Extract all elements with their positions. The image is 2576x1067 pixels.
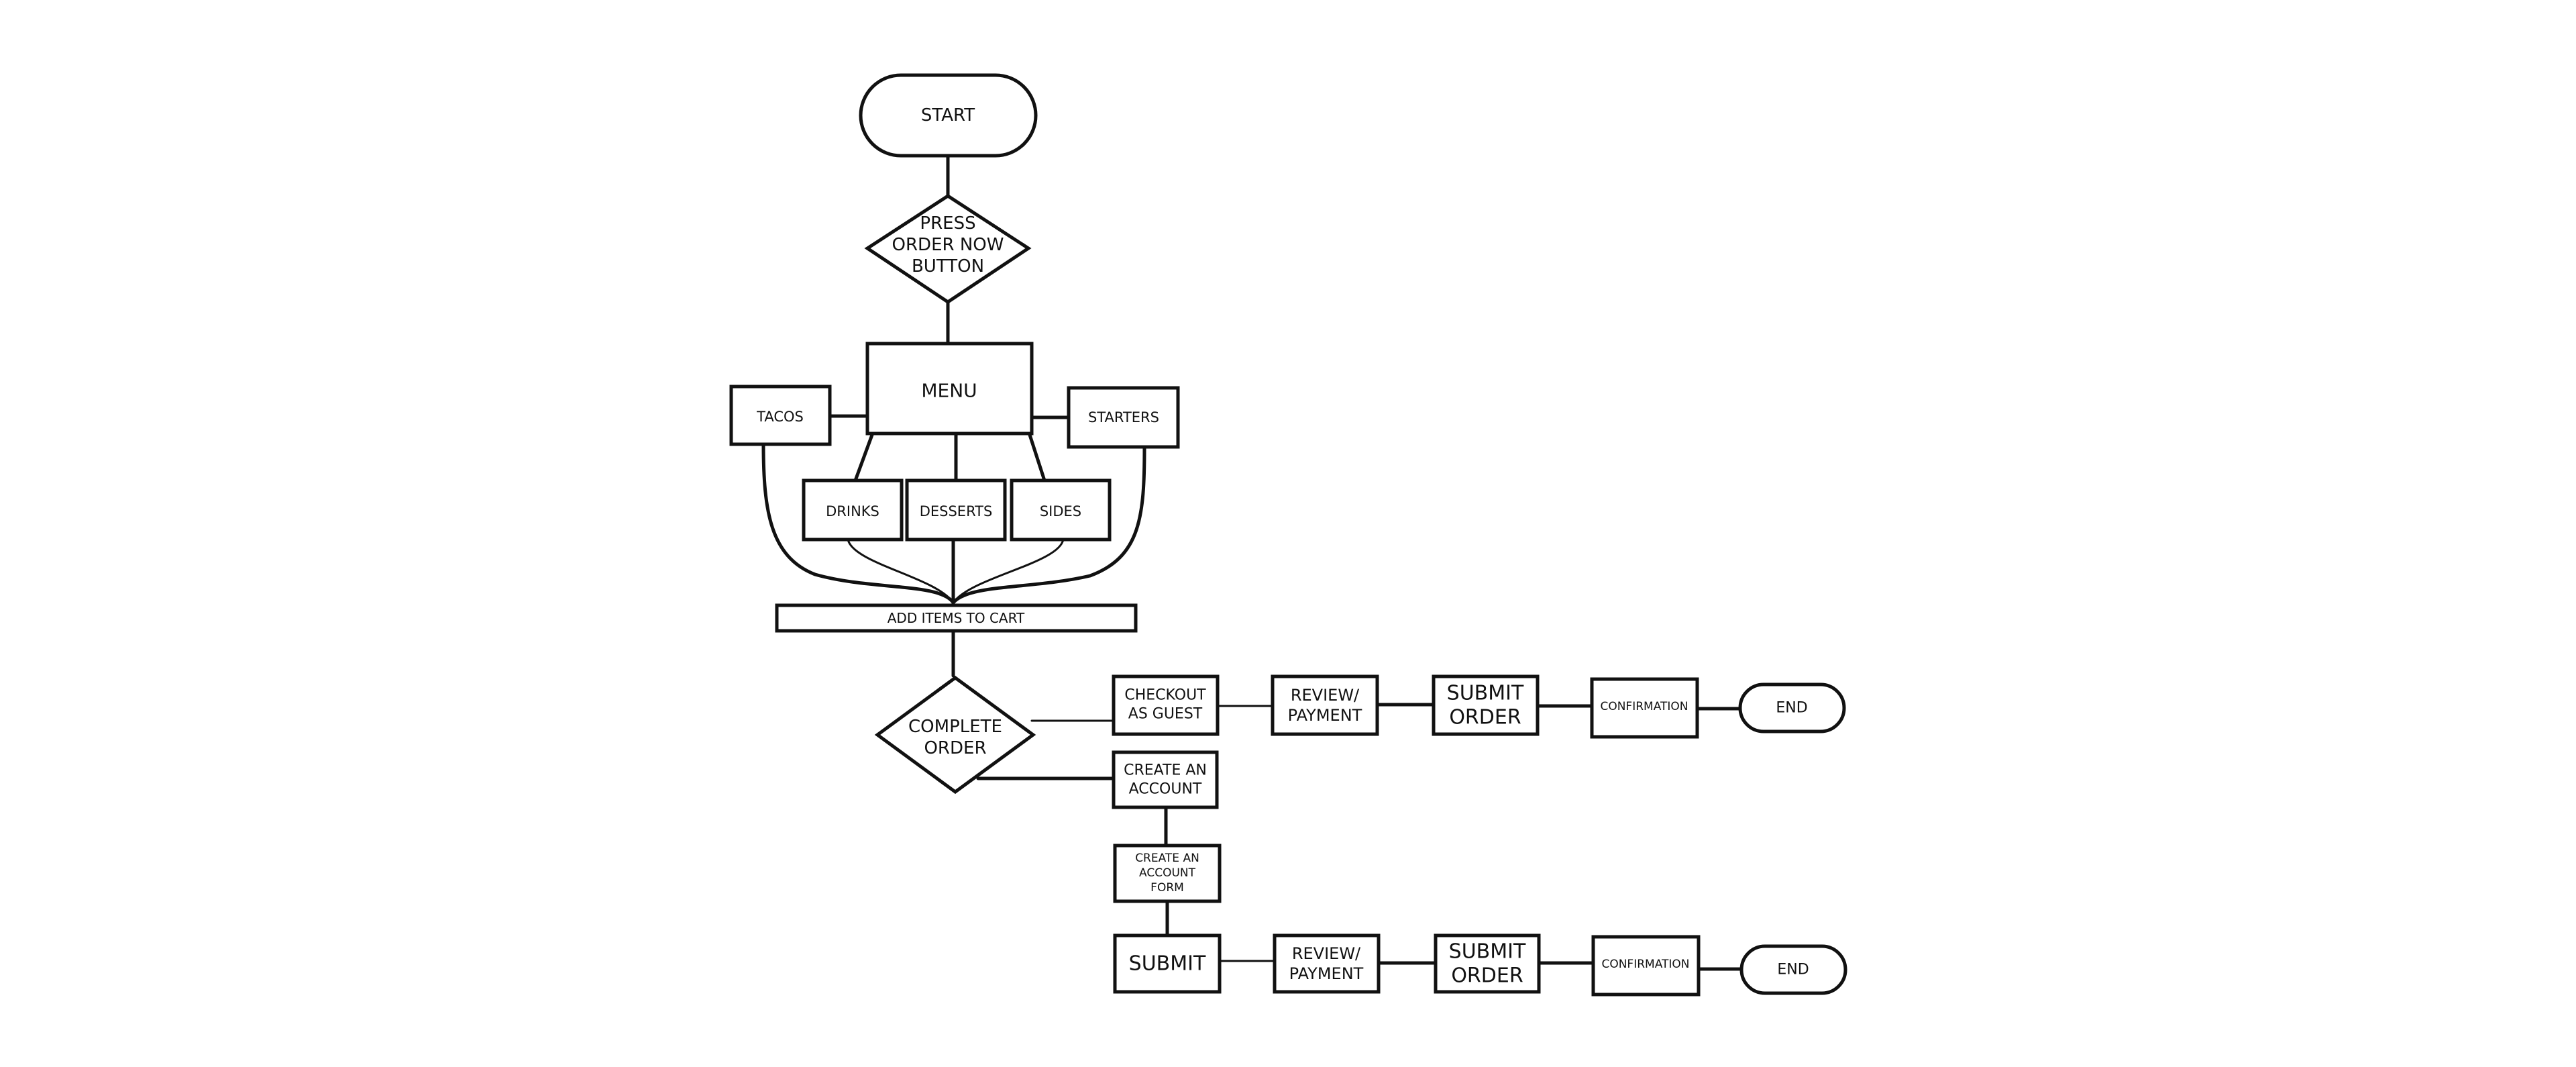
edge-sides-cart xyxy=(952,538,1065,604)
node-confirmation-1: CONFIRMATION xyxy=(1590,677,1699,739)
node-create-account-label-2: ACCOUNT xyxy=(1129,781,1202,798)
node-menu: MENU xyxy=(865,342,1034,436)
node-end-2: END xyxy=(1739,944,1847,995)
node-submit-order-1-label-1: SUBMIT xyxy=(1447,682,1524,705)
node-submit-order-1-label-2: ORDER xyxy=(1449,706,1521,729)
node-start: START xyxy=(859,73,1038,158)
node-account-form-label-3: FORM xyxy=(1150,881,1184,895)
node-sides-label: SIDES xyxy=(1040,503,1081,519)
node-drinks-label: DRINKS xyxy=(826,503,879,519)
node-checkout-guest-label-1: CHECKOUT xyxy=(1124,687,1206,704)
node-press-order-label-2: ORDER NOW xyxy=(892,235,1004,255)
node-review-payment-2-label-2: PAYMENT xyxy=(1289,964,1364,983)
node-create-account-label-1: CREATE AN xyxy=(1124,762,1207,779)
node-review-payment-1-label-1: REVIEW/ xyxy=(1291,686,1360,705)
node-add-items: ADD ITEMS TO CART xyxy=(775,603,1138,633)
node-desserts-label: DESSERTS xyxy=(920,503,993,519)
node-drinks: DRINKS xyxy=(802,478,904,542)
node-press-order-label-3: BUTTON xyxy=(912,256,984,276)
node-submit-order-2-label-1: SUBMIT xyxy=(1449,940,1526,964)
node-tacos-label: TACOS xyxy=(756,409,804,425)
node-submit-order-2: SUBMIT ORDER xyxy=(1434,933,1541,994)
node-review-payment-1-label-2: PAYMENT xyxy=(1288,706,1362,725)
node-submit-order-1: SUBMIT ORDER xyxy=(1432,674,1540,736)
node-end-2-label: END xyxy=(1777,962,1809,978)
node-start-label: START xyxy=(921,105,975,125)
node-complete-order-label-2: ORDER xyxy=(924,738,986,758)
node-tacos: TACOS xyxy=(729,385,832,446)
node-account-form: CREATE AN ACCOUNT FORM xyxy=(1113,844,1222,903)
node-submit-label: SUBMIT xyxy=(1129,952,1206,976)
edge-tacos-cart xyxy=(761,442,955,605)
node-confirmation-1-label: CONFIRMATION xyxy=(1600,700,1688,713)
edge-menu-sides xyxy=(1028,433,1046,482)
node-end-1-label: END xyxy=(1776,700,1807,717)
node-create-account: CREATE AN ACCOUNT xyxy=(1112,750,1219,809)
edge-menu-drinks xyxy=(853,433,874,482)
node-submit: SUBMIT xyxy=(1113,933,1222,994)
node-press-order-label-1: PRESS xyxy=(920,213,975,234)
node-complete-order: COMPLETE ORDER xyxy=(874,675,1036,795)
node-starters: STARTERS xyxy=(1067,386,1180,449)
node-confirmation-2-label: CONFIRMATION xyxy=(1601,958,1689,971)
node-complete-order-label-1: COMPLETE xyxy=(908,717,1002,737)
node-checkout-guest-label-2: AS GUEST xyxy=(1128,706,1203,723)
node-desserts: DESSERTS xyxy=(905,478,1007,542)
node-add-items-label: ADD ITEMS TO CART xyxy=(888,610,1025,626)
node-review-payment-2-label-1: REVIEW/ xyxy=(1292,944,1361,963)
node-starters-label: STARTERS xyxy=(1088,409,1159,425)
node-menu-label: MENU xyxy=(921,380,977,402)
node-press-order: PRESS ORDER NOW BUTTON xyxy=(864,194,1032,305)
node-confirmation-2: CONFIRMATION xyxy=(1591,935,1701,997)
edge-drinks-cart xyxy=(847,538,955,604)
node-account-form-label-2: ACCOUNT xyxy=(1139,866,1196,880)
node-account-form-label-1: CREATE AN xyxy=(1135,852,1199,865)
node-review-payment-2: REVIEW/ PAYMENT xyxy=(1273,933,1381,994)
edge-starters-cart xyxy=(951,445,1146,605)
node-review-payment-1: REVIEW/ PAYMENT xyxy=(1271,674,1379,736)
node-submit-order-2-label-2: ORDER xyxy=(1451,964,1523,988)
node-sides: SIDES xyxy=(1010,478,1112,542)
node-checkout-guest: CHECKOUT AS GUEST xyxy=(1112,674,1220,736)
node-end-1: END xyxy=(1738,682,1846,733)
edges xyxy=(761,154,1743,971)
